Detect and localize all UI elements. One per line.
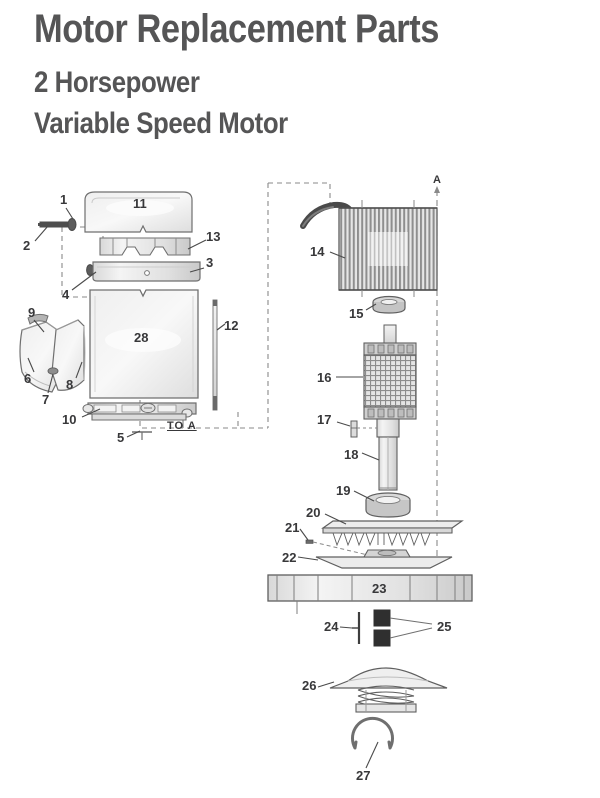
callout-26: 26	[302, 678, 317, 693]
callout-9: 9	[28, 305, 36, 320]
callout-15: 15	[349, 306, 364, 321]
part-25-brush-set	[373, 609, 433, 647]
reference-callout-to-a: TO A	[167, 420, 197, 432]
callout-14: 14	[310, 244, 325, 259]
part-18-shaft	[376, 418, 400, 491]
part-19-bearing	[365, 492, 411, 518]
part-17-shaft-key	[350, 420, 377, 438]
callout-7: 7	[42, 392, 50, 407]
callout-19: 19	[336, 483, 351, 498]
section-marker-a: A	[433, 174, 441, 186]
part-7-fastener	[47, 367, 59, 375]
part-10-base-rail	[82, 402, 197, 428]
page-title: Motor Replacement Parts	[34, 7, 439, 51]
part-11-top-cover	[84, 191, 193, 233]
callout-24: 24	[324, 619, 339, 634]
part-20-fan-impeller	[321, 520, 464, 547]
callout-6: 6	[24, 371, 32, 386]
callout-2: 2	[23, 238, 31, 253]
callout-23: 23	[372, 581, 387, 596]
callout-13: 13	[206, 229, 221, 244]
callout-20: 20	[306, 505, 321, 520]
callout-16: 16	[317, 370, 332, 385]
callout-12: 12	[224, 318, 239, 333]
callout-11: 11	[133, 196, 147, 211]
callout-8: 8	[66, 377, 74, 392]
stator-lead-wire	[300, 201, 353, 229]
callout-18: 18	[344, 447, 359, 462]
part-13-terminal-strip	[99, 237, 191, 256]
part-1-nut	[67, 218, 77, 231]
subtitle-horsepower: 2 Horsepower	[34, 66, 200, 99]
subtitle-motor-type: Variable Speed Motor	[34, 107, 288, 140]
callout-10: 10	[62, 412, 77, 427]
callout-5: 5	[117, 430, 125, 445]
callout-3: 3	[206, 255, 214, 270]
callout-27: 27	[356, 768, 371, 783]
callout-1: 1	[60, 192, 68, 207]
callout-25: 25	[437, 619, 452, 634]
part-23-commutator-band	[267, 574, 473, 614]
part-16-rotor-armature	[363, 324, 417, 420]
part-27-retaining-ring	[351, 716, 394, 750]
part-2-bolt	[38, 221, 71, 228]
part-24-thin-washer	[352, 612, 361, 644]
dashed-routing-path	[61, 182, 331, 429]
part-14-stator	[338, 200, 438, 297]
part-28-motor-housing	[89, 289, 199, 399]
callout-4: 4	[62, 287, 70, 302]
leader-lines	[27, 207, 380, 769]
part-12-tie-rod	[212, 299, 218, 411]
callout-17: 17	[317, 412, 332, 427]
part-26-spring-cap	[329, 667, 448, 713]
part-22-fan-shroud	[315, 549, 453, 569]
part-15-bearing-ring	[372, 295, 406, 314]
callout-28: 28	[134, 330, 149, 345]
part-21-pin	[305, 539, 373, 557]
part-5-foot-bracket	[132, 431, 152, 440]
callout-21: 21	[285, 520, 300, 535]
part-3-upper-plate	[92, 261, 201, 282]
callout-22: 22	[282, 550, 297, 565]
part-8-end-shield-right	[51, 319, 86, 391]
